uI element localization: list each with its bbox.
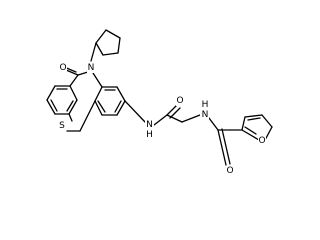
atom-label-s-ring: S xyxy=(59,121,65,131)
atom-o-amide2: O xyxy=(226,166,234,176)
bond-line xyxy=(68,99,78,115)
bond-line xyxy=(95,29,107,44)
atom-label-layer: O N S N H O N H O xyxy=(58,63,266,176)
bond-line xyxy=(46,99,56,115)
bond-line xyxy=(217,129,227,166)
atom-nh-amide2: N H xyxy=(200,100,209,120)
bond-line xyxy=(95,42,104,56)
molecule-structure: O N S N H O N H O xyxy=(46,29,273,176)
bond-line xyxy=(114,100,122,113)
bond-line xyxy=(69,74,79,87)
bond-line xyxy=(261,114,273,128)
bond-line xyxy=(208,117,219,131)
bond-line xyxy=(221,128,231,165)
atom-label-o-amide1: O xyxy=(176,96,183,106)
bond-line xyxy=(116,86,126,102)
bond-line xyxy=(241,129,260,141)
bond-line xyxy=(264,126,273,141)
atom-o-amide1: O xyxy=(176,96,184,106)
bond-line xyxy=(66,100,74,112)
atom-label-o-ketone: O xyxy=(59,63,66,73)
bond-line xyxy=(79,100,96,132)
atom-label-h-amide2: H xyxy=(202,100,209,110)
bond-line xyxy=(244,126,257,135)
atom-label-o-amide2: O xyxy=(226,166,233,176)
atom-label-h-amide1: H xyxy=(146,130,153,140)
atom-o-ketone: O xyxy=(59,63,67,73)
bond-line xyxy=(46,85,56,101)
atom-label-o-furan: O xyxy=(258,136,265,146)
bond-line xyxy=(247,117,261,121)
bond-line xyxy=(69,85,78,101)
bond-line xyxy=(124,100,146,123)
bond-line xyxy=(92,72,103,88)
bond-line xyxy=(105,29,121,39)
bond-line xyxy=(65,69,79,76)
atom-n-ring: N xyxy=(87,63,95,73)
bond-line xyxy=(94,86,103,102)
atom-s-ring: S xyxy=(58,121,66,131)
atom-nh-amide1: N H xyxy=(145,120,154,140)
bond-line xyxy=(241,116,246,131)
atom-label-n-ring: N xyxy=(88,63,95,73)
bond-line xyxy=(97,100,106,113)
bond-line xyxy=(94,100,103,116)
bond-line xyxy=(166,104,178,116)
bond-line xyxy=(153,114,168,126)
bond-line xyxy=(50,99,58,112)
bond-line xyxy=(116,100,126,116)
atom-o-furan: O xyxy=(258,136,266,146)
bond-line xyxy=(166,114,183,123)
atom-label-nh-amide1: N xyxy=(146,120,153,130)
bond-line xyxy=(90,42,97,62)
bond-line xyxy=(102,52,119,56)
bond-line xyxy=(181,114,201,123)
bond-line xyxy=(244,114,263,118)
bond-line xyxy=(117,37,121,54)
atom-label-nh-amide2: N xyxy=(202,110,209,120)
bond-line xyxy=(77,71,89,76)
bond-line xyxy=(68,113,73,122)
bond-layer xyxy=(46,29,273,166)
bond-line xyxy=(169,107,181,119)
